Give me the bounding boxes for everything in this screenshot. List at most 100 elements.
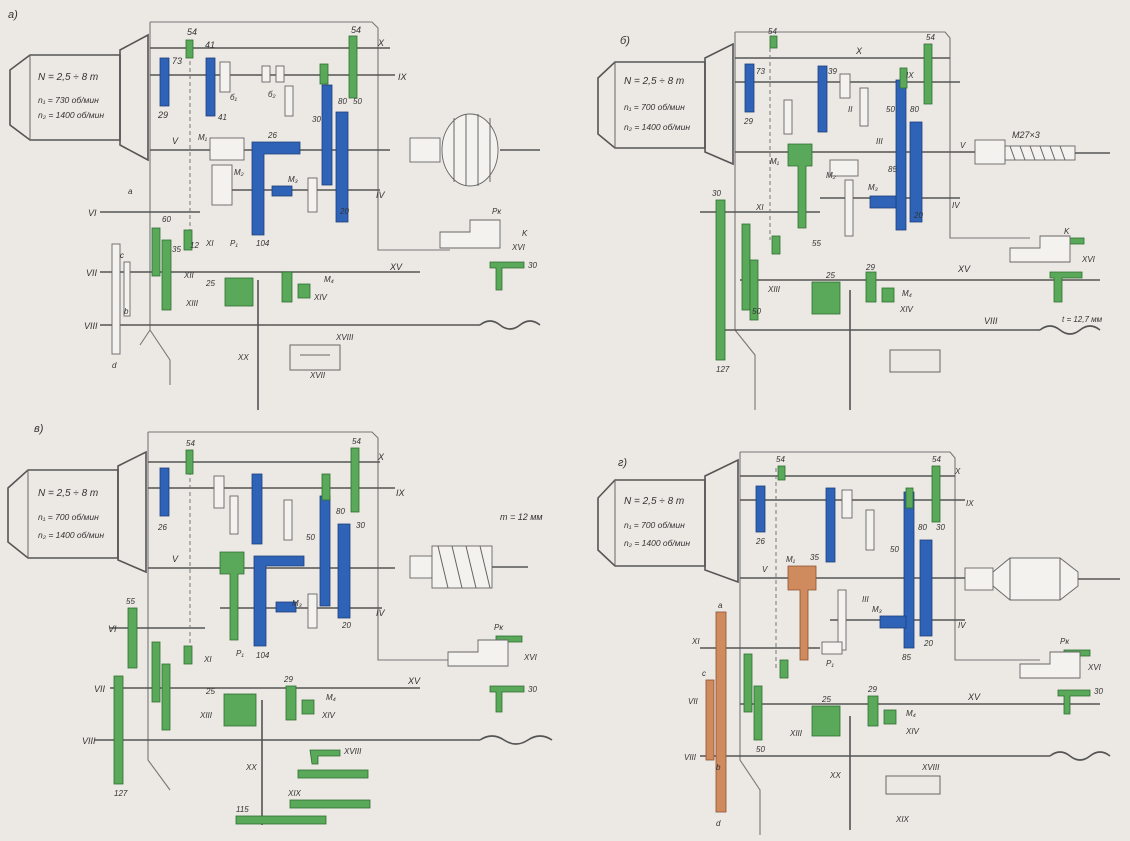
label-54b: 54: [352, 437, 361, 446]
label-55: 55: [126, 597, 135, 606]
motor-speed-2: n₂ = 1400 об/мин: [624, 538, 690, 548]
motor-speed-1: n₁ = 700 об/мин: [38, 512, 99, 522]
gear-b2: [859, 87, 869, 127]
label-m4: M₄: [324, 275, 334, 284]
motor-power: N = 2,5 ÷ 8 т: [38, 488, 98, 499]
label-50: 50: [353, 97, 362, 106]
label-shaft-xx: XX: [237, 353, 249, 362]
gear-ii: [783, 99, 793, 135]
label-shaft-vii: VII: [688, 697, 699, 706]
label-shaft-v: V: [960, 141, 966, 150]
gear-39: [817, 65, 828, 133]
label-shaft-vi: VI: [108, 624, 117, 634]
gear-54-ix: [350, 447, 360, 513]
panel-b: б) N = 2,5 ÷ 8 т n₁ = 700 об/мин n₂ = 14…: [597, 27, 1110, 410]
gear-b2: [865, 509, 875, 551]
label-85: 85: [902, 653, 911, 662]
label-shaft-ix: IX: [966, 499, 974, 508]
label-54: 54: [186, 439, 195, 448]
label-shaft-ix: IX: [906, 71, 914, 80]
label-shaft-ix: IX: [396, 488, 406, 498]
label-30b: 30: [528, 261, 537, 270]
label-30b: 30: [528, 685, 537, 694]
gear-c: [123, 261, 131, 317]
label-35: 35: [810, 553, 819, 562]
label-80: 80: [338, 97, 347, 106]
label-shaft-iv: IV: [376, 608, 386, 618]
label-30: 30: [712, 189, 721, 198]
label-shaft-xiv: XIV: [321, 711, 336, 720]
label-shaft-vii: VII: [94, 684, 106, 694]
gear-20: [909, 121, 923, 223]
label-50: 50: [886, 105, 895, 114]
rack-gear-30: [1049, 271, 1083, 303]
label-30: 30: [936, 523, 945, 532]
label-shaft-x: X: [377, 452, 385, 462]
gear-54-x: [185, 449, 194, 475]
gear-iv: [307, 177, 318, 213]
label-pk: Pк: [492, 207, 502, 216]
gear-29: [285, 685, 297, 721]
thread-label: M27×3: [1012, 130, 1040, 140]
label-shaft-xi: XI: [755, 203, 764, 212]
clutch-m3: [869, 195, 897, 209]
clutch-m3: [275, 601, 297, 613]
gear-small-1: [839, 73, 851, 99]
motor: N = 2,5 ÷ 8 т n₁ = 730 об/мин n₂ = 1400 …: [9, 33, 149, 162]
gear-54-ix: [348, 35, 358, 99]
label-shaft-xiv: XIV: [905, 727, 920, 736]
panel-d: г) N = 2,5 ÷ 8 т n₁ = 700 об/мин n₂ = 14…: [597, 451, 1120, 835]
label-20: 20: [923, 639, 933, 648]
carriage: [1009, 235, 1071, 263]
label-gear-b: b: [124, 307, 129, 316]
label-26: 26: [755, 537, 765, 546]
label-gear-d: d: [716, 819, 721, 828]
gear-xi: [779, 659, 789, 679]
label-29: 29: [157, 110, 168, 120]
label-25: 25: [821, 695, 831, 704]
label-54b: 54: [351, 25, 361, 35]
label-b1: б₁: [230, 93, 238, 102]
label-26: 26: [157, 523, 167, 532]
label-shaft-xiv: XIV: [313, 293, 328, 302]
clutch-m1: [209, 137, 245, 161]
label-gear-b: b: [716, 763, 721, 772]
tool-hob: [409, 113, 540, 187]
clutch-m3: [879, 615, 907, 629]
gear-c: [705, 679, 715, 761]
label-20: 20: [913, 211, 923, 220]
gear-41: [205, 57, 216, 117]
motor-speed-1: n₁ = 700 об/мин: [624, 520, 685, 530]
gear-29-ix: [899, 67, 908, 89]
gear-b1: [219, 61, 231, 93]
label-shaft-x: X: [377, 38, 385, 48]
label-k: K: [522, 229, 528, 238]
motor: N = 2,5 ÷ 8 т n₁ = 700 об/мин n₂ = 1400 …: [7, 450, 147, 574]
worm-gear-25: [224, 277, 254, 307]
label-85: 85: [888, 165, 897, 174]
label-shaft-xvi: XVI: [511, 243, 526, 252]
carriage: [447, 639, 509, 667]
clutch-m3: [271, 185, 293, 197]
module-label: m = 12 мм: [500, 512, 543, 522]
label-shaft-xviii: XVIII: [343, 747, 362, 756]
worm-workpiece: [409, 545, 528, 589]
label-m4: M₄: [902, 289, 912, 298]
label-shaft-vii: VII: [86, 268, 98, 278]
clutch-m4: [883, 709, 897, 725]
label-54: 54: [776, 455, 785, 464]
label-shaft-xi: XI: [203, 655, 212, 664]
gear-80: [319, 495, 331, 607]
panel-a: а) N = 2,5 ÷ 8 т n₁ = 730 об/мин n₂ = 14…: [8, 9, 541, 410]
gear-80: [321, 84, 333, 186]
label-29: 29: [283, 675, 293, 684]
gear-127: [715, 199, 726, 361]
label-shaft-v: V: [172, 136, 179, 146]
gear-55: [127, 607, 138, 669]
gear-iv: [844, 179, 854, 237]
clutch-m2: [829, 159, 859, 177]
label-p1: P₁: [826, 659, 834, 668]
label-20: 20: [341, 621, 351, 630]
label-30: 30: [312, 115, 321, 124]
